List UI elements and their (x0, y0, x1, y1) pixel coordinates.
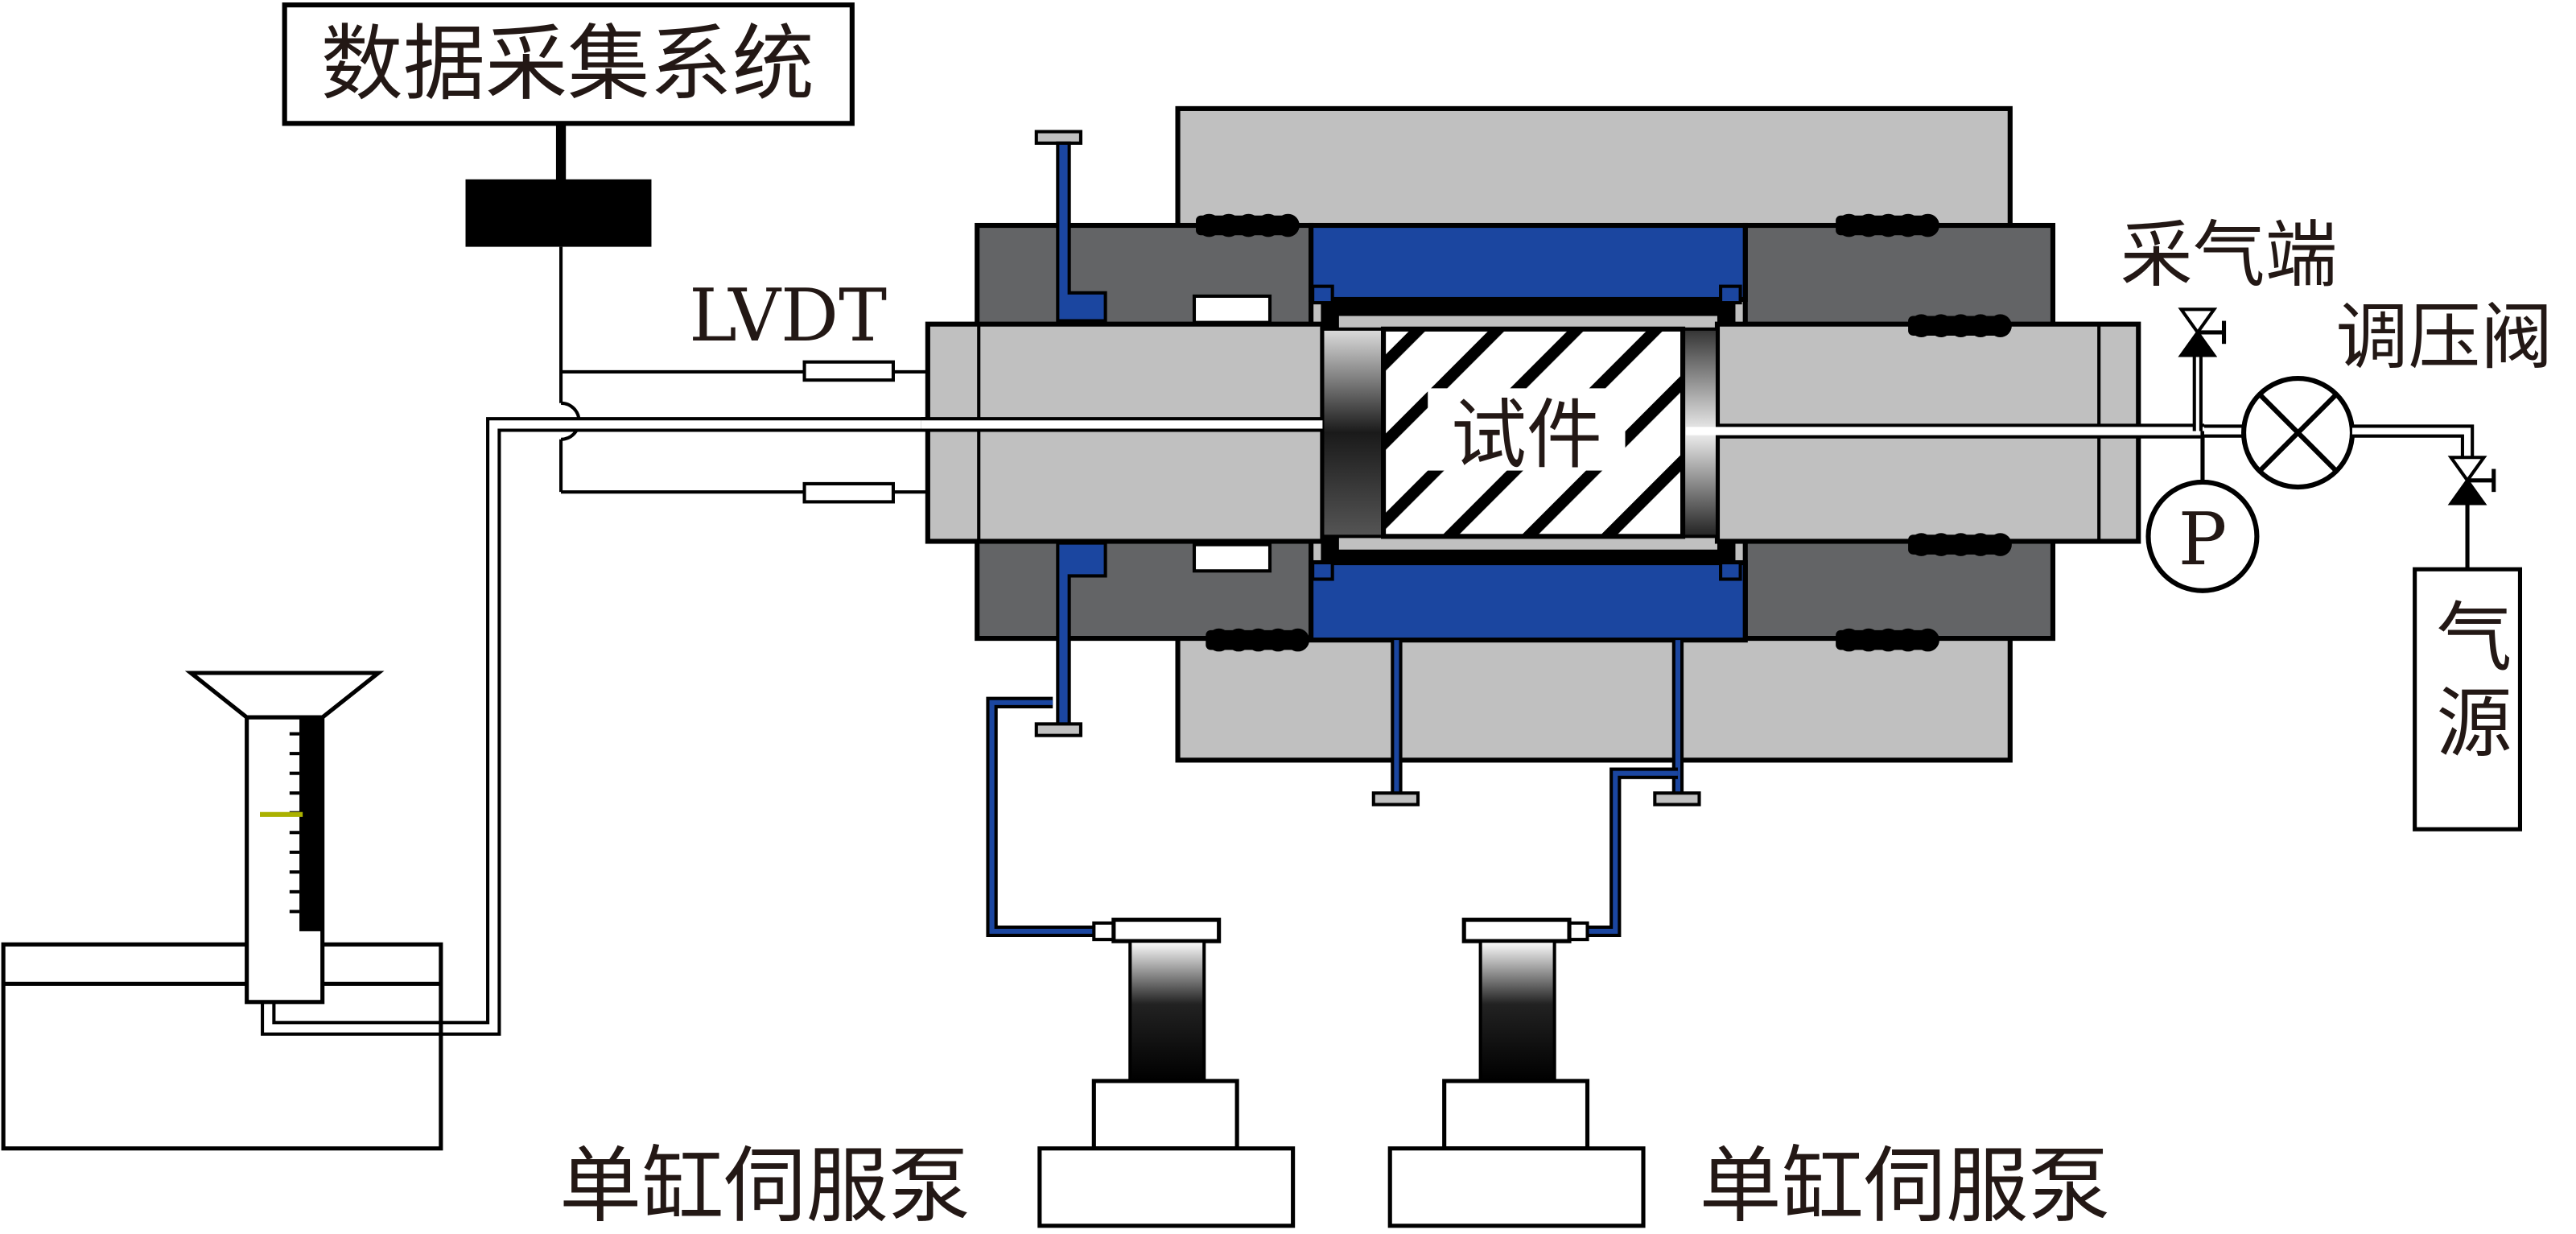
pressure-gauge-icon (2145, 479, 2260, 593)
confining-hydraulic-line (1371, 640, 1701, 938)
pump-left-label: 单缸伺服泵 (559, 1138, 971, 1234)
gas-source-cylinder (2413, 567, 2523, 832)
measuring-cylinder (184, 671, 385, 1005)
lvdt-sensors: LVDT (689, 274, 929, 504)
seal-rings (1196, 213, 2012, 652)
axial-hydraulic-line (986, 130, 1107, 938)
left-platen (1321, 327, 1386, 539)
gas-supply-line: 采气端 P 调压阀 气源 (2121, 213, 2553, 832)
confining-chamber-lower (1309, 559, 1748, 643)
water-tank (1, 942, 443, 1151)
specimen-label: 试件 (1451, 391, 1602, 479)
lvdt-sensor-lower (802, 481, 895, 504)
pressure-valve-label: 调压阀 (2336, 296, 2553, 380)
lvdt-sensor-upper (802, 360, 895, 382)
left-piston (925, 321, 1325, 544)
servo-pump-right: 单缸伺服泵 (1387, 918, 2111, 1234)
pump-right-label: 单缸伺服泵 (1700, 1138, 2111, 1234)
data-acquisition-label: 数据采集系统 (321, 16, 814, 112)
core-holder: 试件 (921, 105, 2205, 763)
data-acquisition-system: 数据采集系统 (282, 2, 855, 494)
gas-source-valve-icon (2447, 456, 2496, 506)
sampling-port-label: 采气端 (2121, 213, 2338, 297)
data-acquisition-box (282, 2, 855, 126)
servo-pump-left: 单缸伺服泵 (559, 918, 1296, 1234)
pressure-gauge-label: P (2178, 498, 2228, 582)
outlet-pipe (261, 417, 929, 1036)
confining-chamber-upper (1309, 222, 1748, 303)
signal-conditioner-block (465, 179, 652, 247)
gas-source-label: 气源 (2424, 597, 2512, 769)
lvdt-label: LVDT (689, 274, 887, 358)
sampling-valve-icon (2178, 307, 2227, 357)
